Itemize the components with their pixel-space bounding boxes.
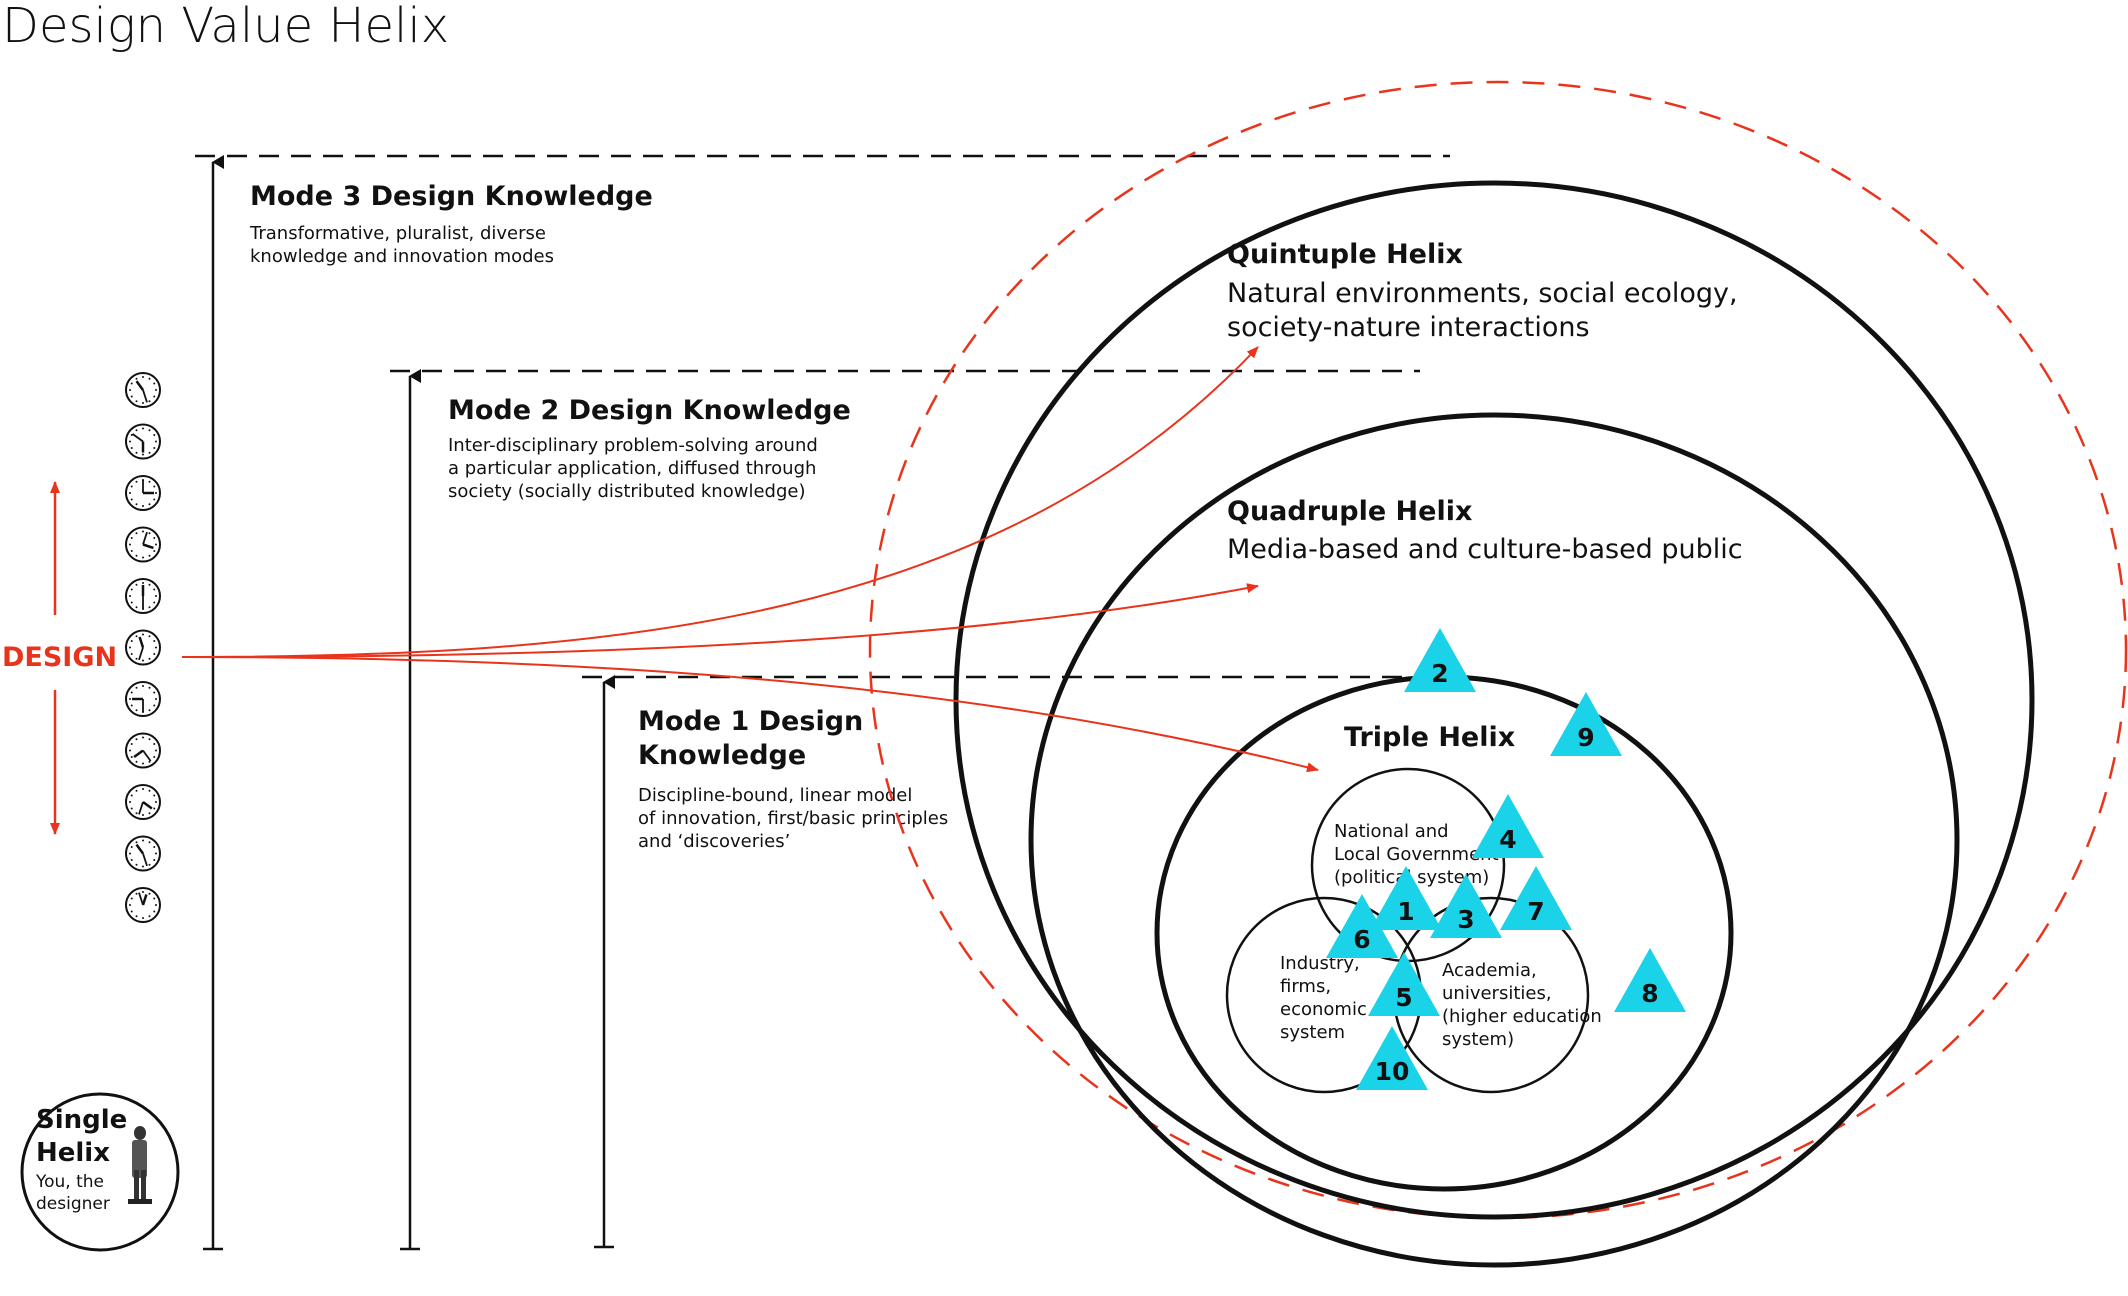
mode3-title: Mode 3 Design Knowledge [250, 181, 653, 212]
venn-academia-label: (higher education [1442, 1006, 1602, 1027]
page-title: Design Value Helix [2, 0, 449, 54]
quintuple-helix-desc: society-nature interactions [1227, 312, 1590, 343]
mode1-desc-line: of innovation, first/basic principles [638, 808, 948, 829]
triangle-marker-9: 9 [1550, 692, 1622, 756]
mode1-desc-line: and ‘discoveries’ [638, 831, 790, 852]
triangle-number: 9 [1577, 723, 1594, 752]
quintuple-helix-desc: Natural environments, social ecology, [1227, 278, 1738, 309]
clock-column [125, 372, 161, 923]
mode3-arrow [203, 155, 224, 1251]
triangle-markers: 1 2 3 4 56 7 8 9 10 [1326, 628, 1686, 1090]
venn-industry-label: system [1280, 1022, 1345, 1043]
clock-icon [125, 681, 161, 717]
venn-academia-label: Academia, [1442, 960, 1537, 981]
triangle-marker-8: 8 [1614, 948, 1686, 1012]
clock-icon [125, 835, 161, 872]
triangle-number: 8 [1641, 979, 1658, 1008]
design-arrow-quintuple [181, 346, 1259, 658]
triangle-marker-6: 6 [1326, 894, 1398, 958]
mode2-desc-line: Inter-disciplinary problem-solving aroun… [448, 435, 818, 456]
single-helix-desc-line: You, the [35, 1172, 104, 1192]
single-helix-desc-line: designer [36, 1194, 110, 1214]
triangle-marker-2: 2 [1404, 628, 1476, 692]
clock-icon [125, 887, 161, 923]
mode1-title-line: Mode 1 Design [638, 706, 863, 737]
triangle-number: 2 [1431, 659, 1448, 688]
triangle-marker-4: 4 [1472, 794, 1544, 858]
triangle-marker-3: 3 [1430, 874, 1502, 938]
clock-icon [125, 629, 161, 666]
triangle-number: 5 [1395, 983, 1412, 1012]
clock-icon [125, 423, 161, 460]
triangle-number: 6 [1353, 925, 1370, 954]
single-helix-title-line: Helix [36, 1138, 110, 1168]
designer-figure-icon [128, 1126, 152, 1204]
quadruple-helix-title: Quadruple Helix [1227, 496, 1472, 527]
mode1-arrow [594, 675, 615, 1249]
mode1-desc-line: Discipline-bound, linear model [638, 785, 912, 806]
triangle-marker-10: 10 [1356, 1026, 1428, 1090]
mode1-title-line: Knowledge [638, 740, 806, 771]
single-helix-circle [20, 1092, 180, 1252]
mode2-desc-line: society (socially distributed knowledge) [448, 481, 805, 502]
clock-icon [125, 475, 161, 511]
triangle-marker-1: 1 [1370, 866, 1442, 930]
design-arrow-quadruple [181, 583, 1259, 659]
venn-industry-label: Industry, [1280, 953, 1360, 974]
quadruple-helix-desc: Media-based and culture-based public [1227, 534, 1743, 565]
venn-academia-label: system) [1442, 1029, 1514, 1050]
venn-industry-label: firms, [1280, 976, 1331, 997]
quadruple-helix-circle [1028, 412, 1960, 1268]
venn-academia-label: universities, [1442, 983, 1552, 1004]
mode2-desc-line: a particular application, diffused throu… [448, 458, 816, 479]
design-label: DESIGN [2, 642, 117, 673]
clock-icon [125, 578, 161, 614]
clock-icon [125, 784, 161, 820]
venn-industry-label: economic [1280, 999, 1367, 1020]
triangle-number: 1 [1397, 897, 1414, 926]
single-helix-title-line: Single [36, 1105, 127, 1135]
clock-icon [125, 372, 161, 408]
mode2-title: Mode 2 Design Knowledge [448, 395, 851, 426]
mode2-arrow [400, 369, 421, 1251]
clock-icon [125, 526, 161, 563]
triangle-number: 4 [1499, 825, 1516, 854]
mode3-desc-line: Transformative, pluralist, diverse [249, 223, 546, 244]
triangle-number: 10 [1375, 1057, 1410, 1086]
venn-government-label: National and [1334, 821, 1449, 842]
triangle-marker-7: 7 [1500, 866, 1572, 930]
triple-helix-title: Triple Helix [1344, 722, 1515, 753]
clock-icon [125, 732, 161, 769]
mode3-desc-line: knowledge and innovation modes [250, 246, 554, 267]
triangle-marker-5: 5 [1368, 952, 1440, 1016]
design-arrow-triple [181, 656, 1319, 773]
quintuple-helix-title: Quintuple Helix [1227, 239, 1463, 270]
triangle-number: 7 [1527, 897, 1544, 926]
triangle-number: 3 [1457, 905, 1474, 934]
venn-government-label: Local Government [1334, 844, 1499, 865]
